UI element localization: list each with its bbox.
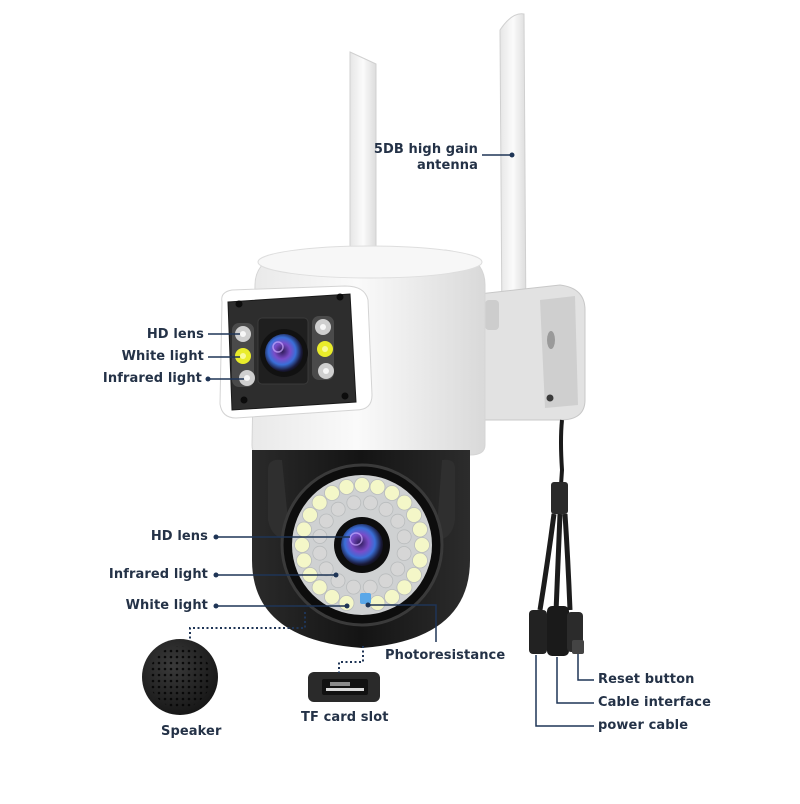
infrared-led: [378, 573, 394, 589]
upper-hd-lens: [260, 329, 308, 377]
infrared-led: [390, 513, 406, 529]
infrared-led: [318, 513, 334, 529]
upper-infrared-light-label: Infrared light: [102, 371, 202, 386]
white-led: [338, 479, 355, 495]
infrared-led: [378, 501, 394, 517]
speaker-label: Speaker: [161, 724, 222, 739]
white-led: [396, 494, 413, 511]
infrared-led: [396, 529, 412, 545]
upper-white-light-label: White light: [121, 349, 204, 364]
reset-button-label: Reset button: [598, 672, 695, 687]
white-led: [324, 485, 340, 501]
antenna-right: [499, 13, 527, 331]
infrared-led: [362, 579, 378, 595]
white-led: [296, 521, 312, 538]
lower-white-light-label: White light: [125, 598, 208, 613]
white-led: [396, 579, 413, 596]
lower-hd-lens-label: HD lens: [150, 529, 208, 544]
leader-dots: [205, 152, 515, 609]
tf-card-leader: [338, 646, 364, 673]
white-led: [302, 507, 318, 523]
infrared-led: [318, 561, 334, 577]
antenna-label-line2: antenna: [416, 158, 478, 173]
white-led: [354, 477, 370, 493]
white-led: [406, 507, 422, 523]
lower-hd-lens: [334, 517, 390, 573]
white-led: [412, 552, 428, 569]
power-cable-leader: [535, 655, 594, 727]
lower-infrared-light-label: Infrared light: [108, 567, 208, 582]
wall-mount-bracket: [469, 284, 586, 421]
reset-button-connector: [567, 612, 584, 654]
white-led: [296, 552, 312, 569]
white-led: [311, 494, 328, 511]
cable-harness: [529, 419, 584, 656]
white-led: [369, 595, 386, 611]
white-led: [384, 589, 400, 605]
infrared-led: [363, 495, 378, 511]
cable-interface-leader: [556, 657, 594, 704]
infrared-led: [390, 561, 406, 577]
upper-hd-lens-label: HD lens: [146, 327, 204, 342]
reset-button-leader: [577, 654, 594, 681]
white-led: [294, 537, 310, 553]
photoresistance-label: Photoresistance: [385, 648, 506, 663]
white-led: [324, 589, 340, 605]
white-led: [414, 537, 430, 553]
cable-interface-connector: [547, 606, 569, 656]
power-cable-label: power cable: [598, 718, 689, 733]
antenna-label: 5DB high gain antenna: [370, 142, 478, 174]
cable-interface-label: Cable interface: [598, 695, 712, 710]
tf-card-slot-label: TF card slot: [301, 710, 389, 725]
led-ring: [294, 477, 430, 611]
white-led: [369, 479, 386, 495]
white-led: [406, 567, 422, 583]
infrared-led: [312, 545, 328, 561]
speaker: [142, 639, 218, 715]
photoresistor: [360, 593, 371, 604]
photoresistance-leader: [368, 604, 437, 642]
speaker-leader: [189, 612, 306, 640]
upper-leds: [235, 319, 334, 386]
white-led: [384, 485, 400, 501]
white-led: [311, 579, 328, 596]
infrared-led: [346, 495, 362, 511]
antenna-label-line1: 5DB high gain: [373, 142, 478, 157]
infrared-led: [396, 546, 412, 561]
infrared-led: [346, 579, 361, 595]
infrared-led: [330, 501, 346, 517]
leader-lines: [208, 154, 594, 727]
white-led: [412, 521, 428, 538]
power-cable-connector: [529, 610, 547, 654]
dotted-leaders: [189, 612, 364, 673]
tf-card-slot: [308, 672, 380, 702]
